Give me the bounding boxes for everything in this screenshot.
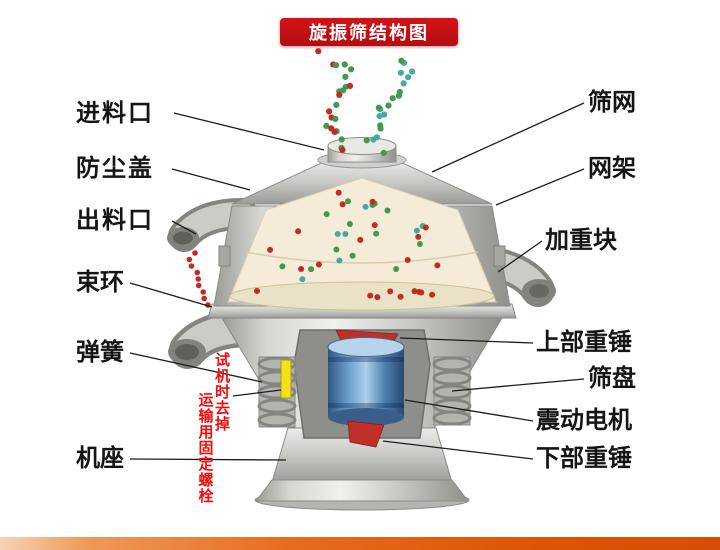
title-badge: 旋振筛结构图 [280,18,458,46]
right-clamp-tab [493,245,506,267]
lower-hammer-part [347,420,385,448]
label-screen-mesh: 筛网 [588,89,636,116]
label-machine-base: 机座 [76,445,124,472]
label-dust-cover: 防尘盖 [76,155,154,182]
left-clamp-tab [218,245,231,267]
transport-bolt-note-col2: 运输用固定螺栓 [196,392,214,504]
label-lower-weight-hammer: 下部重锤 [536,445,632,472]
transport-bolt-note-col1: 试机时去掉 [213,352,230,432]
mesh-frame-part [245,251,479,264]
label-weight-block: 加重块 [545,227,617,254]
inlet-pipe-part [317,137,407,169]
title-badge-text: 旋振筛结构图 [309,23,429,43]
falling-material-particles [315,48,416,156]
fixing-bolt-highlight [280,359,292,399]
interior-particles [254,189,441,301]
base-part [254,427,470,511]
transport-bolt-note: 试机时去掉 运输用固定螺栓 [196,352,231,512]
label-mesh-frame: 网架 [588,155,636,182]
leader-lines [129,102,585,461]
label-discharge-outlet: 出料口 [76,207,154,234]
label-sieve-pan: 筛盘 [588,365,636,392]
label-feed-inlet: 进料口 [76,100,154,127]
vibration-motor-part [327,337,405,426]
label-clamp-ring: 束环 [76,269,124,296]
label-spring: 弹簧 [76,339,124,366]
bottom-accent-bar [0,537,720,550]
discharge-particles [186,250,211,308]
screen-mesh-part [229,281,495,311]
spring-part-left [257,356,297,428]
label-vibration-motor: 震动电机 [536,407,632,434]
label-upper-weight-hammer: 上部重锤 [536,329,632,356]
